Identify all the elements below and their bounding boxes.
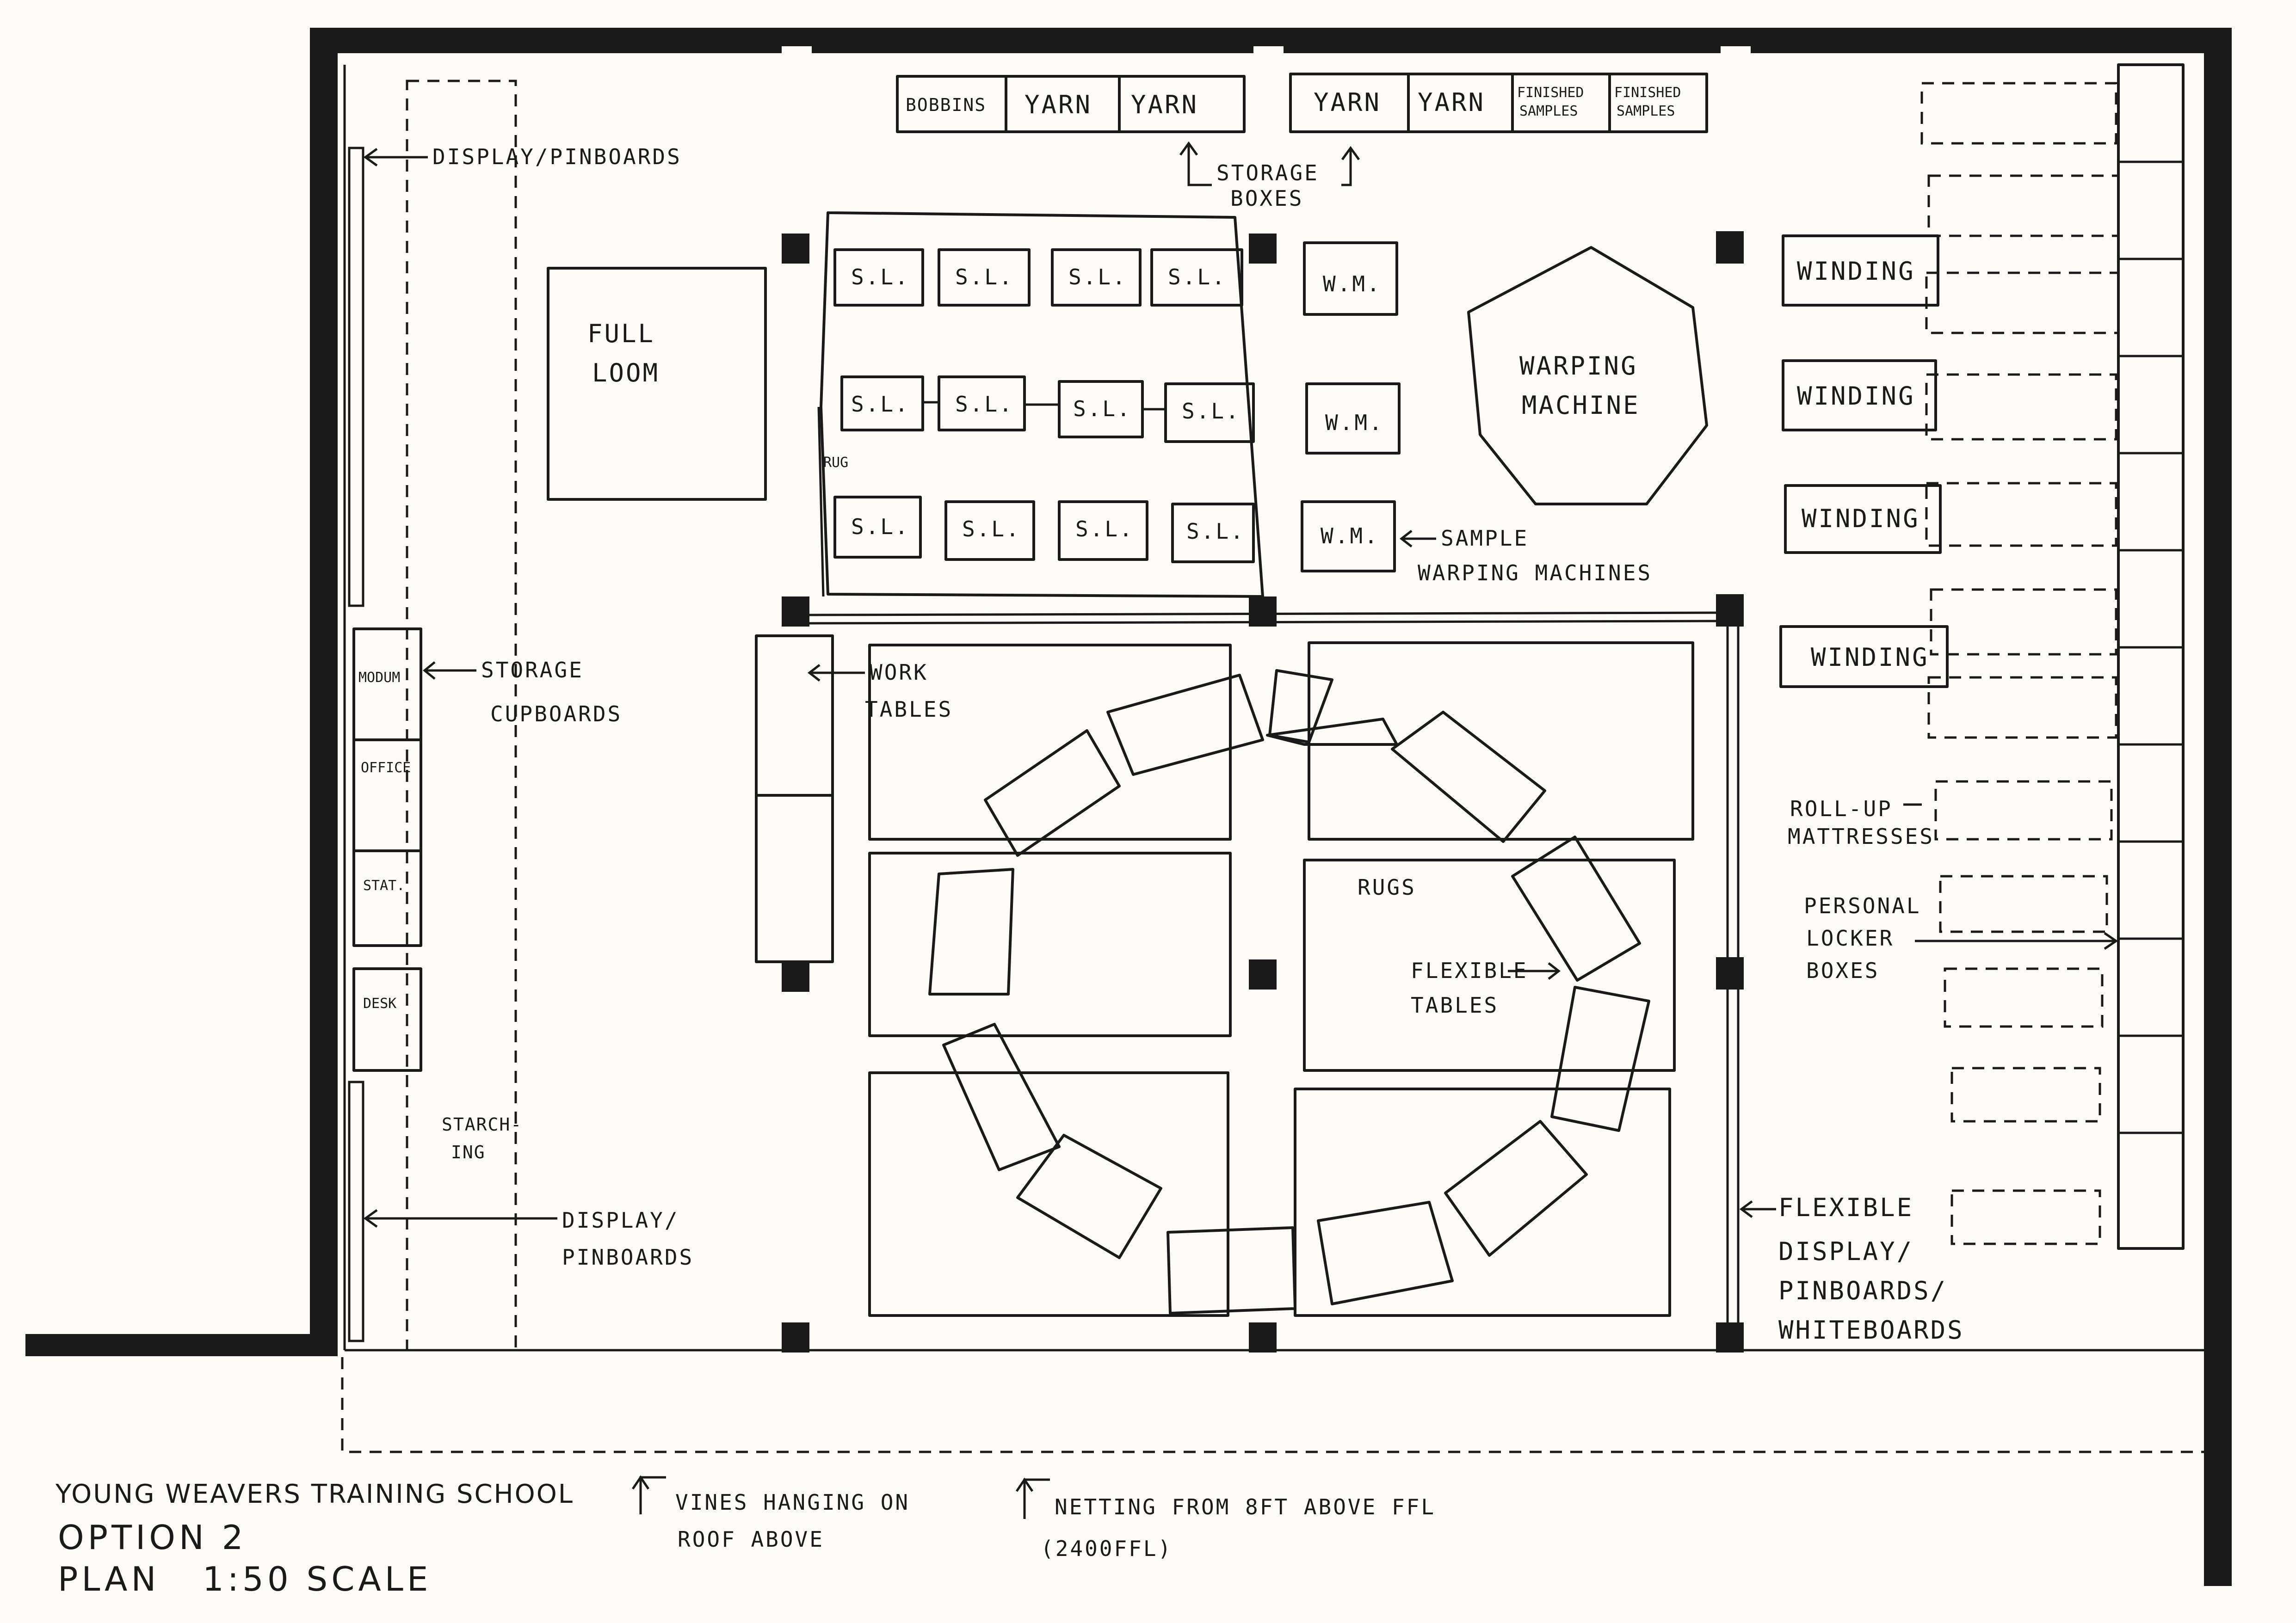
small-loom-label: S.L.: [851, 514, 910, 539]
small-loom-label: S.L.: [851, 392, 910, 417]
netting-note-2: (2400FFL): [1041, 1536, 1173, 1561]
winding-label: WINDING: [1797, 257, 1915, 286]
small-loom-label: S.L.: [955, 264, 1014, 289]
exterior-walls: [25, 28, 2232, 1586]
warping-machine-label-1: WARPING: [1519, 351, 1638, 381]
title-line-3: PLAN 1:50 SCALE: [58, 1560, 432, 1598]
small-looms: S.L. S.L. S.L. S.L. S.L. S.L. S.L. S.L. …: [823, 248, 1255, 563]
room-stat-label: STAT.: [363, 878, 405, 894]
warping-machine: [1467, 246, 1708, 505]
netting-note-1: NETTING FROM 8FT ABOVE FFL: [1055, 1494, 1436, 1519]
flexible-tables-label-1: FLEXIBLE: [1411, 958, 1528, 983]
roll-up-mattresses-label-2: MATTRESSES: [1788, 824, 1934, 849]
storage-boxes: BOBBINS YARN YARN YARN YARN FINISHED SAM…: [896, 73, 1708, 133]
work-tables-label-2: TABLES: [865, 697, 953, 722]
personal-locker-label-1: PERSONAL: [1804, 893, 1921, 918]
storage-box-yarn-4: YARN: [1418, 88, 1485, 117]
storage-cupboards-label-2: CUPBOARDS: [490, 701, 622, 726]
rugs: [868, 641, 1694, 1317]
storage-box-yarn-3: YARN: [1314, 88, 1381, 117]
full-loom-label-1: FULL: [587, 319, 655, 348]
flexible-tables-label-2: TABLES: [1411, 993, 1499, 1018]
display-pinboards-bottom-label-2: PINBOARDS: [562, 1245, 694, 1270]
title-line-2: OPTION 2: [58, 1518, 247, 1557]
small-loom-label: S.L.: [1168, 264, 1227, 289]
work-tables: [755, 634, 834, 963]
flexible-display-label-2: DISPLAY/: [1778, 1237, 1913, 1266]
storage-boxes-label-2: BOXES: [1230, 186, 1303, 211]
roll-up-mattresses: [1920, 82, 2120, 1245]
room-office-label: OFFICE: [361, 760, 411, 776]
storage-box-yarn-1: YARN: [1025, 90, 1092, 119]
flexible-display-label-4: WHITEBOARDS: [1778, 1316, 1964, 1345]
warping-machine-small-label: W.M.: [1325, 410, 1384, 435]
room-desk-label: DESK: [363, 996, 396, 1012]
title-line-1: YOUNG WEAVERS TRAINING SCHOOL: [55, 1479, 574, 1509]
winding-stations: WINDING WINDING WINDING WINDING: [1779, 234, 1949, 688]
storage-cupboards-label-1: STORAGE: [481, 658, 584, 682]
flexible-display-label-1: FLEXIBLE: [1778, 1193, 1913, 1222]
storage-box-finished-1: FINISHED: [1517, 85, 1584, 101]
flexible-tables-ring: [928, 669, 1650, 1315]
roof-overhang-outline: [341, 1357, 2206, 1453]
vines-note-1: VINES HANGING ON: [675, 1490, 910, 1515]
winding-label: WINDING: [1811, 643, 1929, 672]
warping-machine-label-2: MACHINE: [1522, 391, 1640, 420]
personal-locker-label-2: LOCKER: [1806, 926, 1894, 951]
winding-label: WINDING: [1802, 504, 1920, 533]
warping-machine-small-label: W.M.: [1323, 271, 1382, 296]
left-rooms: MODUM OFFICE STAT. DESK: [352, 627, 422, 1072]
small-loom-label: S.L.: [1075, 516, 1134, 541]
small-loom-label: S.L.: [1068, 264, 1127, 289]
rugs-label: RUGS: [1358, 875, 1416, 900]
small-loom-label: S.L.: [1186, 519, 1245, 544]
full-loom-label-2: LOOM: [592, 358, 660, 387]
small-loom-label: S.L.: [962, 516, 1021, 541]
roll-up-mattresses-label-1: ROLL-UP: [1790, 796, 1893, 821]
small-loom-label: S.L.: [1073, 396, 1132, 421]
storage-box-finished-2b: SAMPLES: [1617, 103, 1675, 119]
locker-wall: [2117, 63, 2185, 1250]
small-loom-label: S.L.: [851, 264, 910, 289]
display-pinboards-bottom-label-1: DISPLAY/: [562, 1208, 679, 1233]
storage-box-yarn-2: YARN: [1131, 90, 1198, 119]
small-loom-area: [817, 211, 1264, 598]
structural-columns: [782, 231, 1744, 1352]
sample-warping-label-1: SAMPLE: [1441, 526, 1529, 551]
flexible-display-label-3: PINBOARDS/: [1778, 1276, 1947, 1305]
left-display-pinboards: [348, 147, 364, 1342]
winding-label: WINDING: [1797, 381, 1915, 411]
flexible-display-pinboards: [804, 611, 1740, 1341]
starching-label-2: ING: [451, 1142, 486, 1162]
sample-warping-label-2: WARPING MACHINES: [1418, 560, 1652, 585]
full-loom: [547, 267, 767, 501]
display-pinboards-top-label: DISPLAY/PINBOARDS: [432, 144, 682, 169]
small-loom-label: S.L.: [955, 392, 1014, 417]
storage-cupboards-outline: [406, 80, 517, 1352]
storage-box-bobbins: BOBBINS: [906, 95, 986, 115]
storage-boxes-label-1: STORAGE: [1216, 160, 1319, 185]
sample-warping-machines: W.M. W.M. W.M.: [1301, 241, 1401, 572]
storage-box-finished-2: FINISHED: [1614, 85, 1681, 101]
work-tables-label-1: WORK: [870, 660, 928, 685]
personal-locker-label-3: BOXES: [1806, 958, 1879, 983]
starching-label-1: STARCH-: [442, 1114, 522, 1135]
small-loom-label: S.L.: [1182, 399, 1241, 424]
vines-note-2: ROOF ABOVE: [678, 1527, 824, 1552]
warping-machine-small-label: W.M.: [1321, 523, 1379, 548]
rug-label: RUG: [823, 455, 848, 471]
room-modum-label: MODUM: [358, 670, 400, 686]
storage-box-finished-1b: SAMPLES: [1519, 103, 1578, 119]
